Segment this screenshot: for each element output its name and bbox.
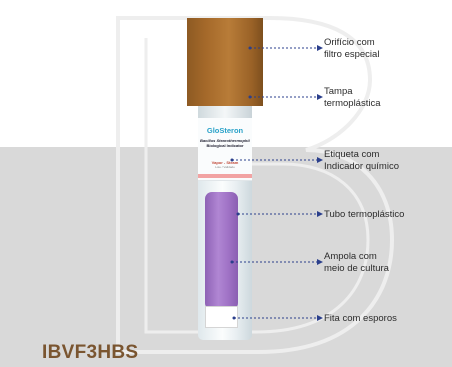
model-code: IBVF3HBS <box>42 342 139 363</box>
tube-label: GloSteron Bacillus Stearothermophilus Bi… <box>198 118 252 181</box>
label-orifice-filter: Orifício com filtro especial <box>324 37 380 60</box>
label-line: Bacillus Stearothermophilus <box>200 138 250 143</box>
spore-strip <box>205 306 238 328</box>
label-thermoplastic-tube: Tubo termoplástico <box>324 209 405 220</box>
label-chemical-indicator: Etiqueta com Indicador químico <box>324 149 399 172</box>
label-culture-ampoule: Ampola com meio de cultura <box>324 251 389 274</box>
cap <box>187 18 263 106</box>
label-line: Biological Indicator <box>206 143 244 148</box>
label-spore-strip: Fita com esporos <box>324 313 397 324</box>
culture-ampoule <box>205 192 238 310</box>
brand-logo: GloSteron <box>206 126 244 135</box>
label-thermoplastic-cap: Tampa termoplástica <box>324 86 381 109</box>
label-line: Vapor - Steam <box>211 160 239 165</box>
thermoplastic-tube: GloSteron Bacillus Stearothermophilus Bi… <box>198 118 252 340</box>
label-line: Lote / Validade <box>215 165 235 169</box>
chemical-indicator-strip <box>198 174 252 178</box>
cap-neck <box>198 106 252 118</box>
